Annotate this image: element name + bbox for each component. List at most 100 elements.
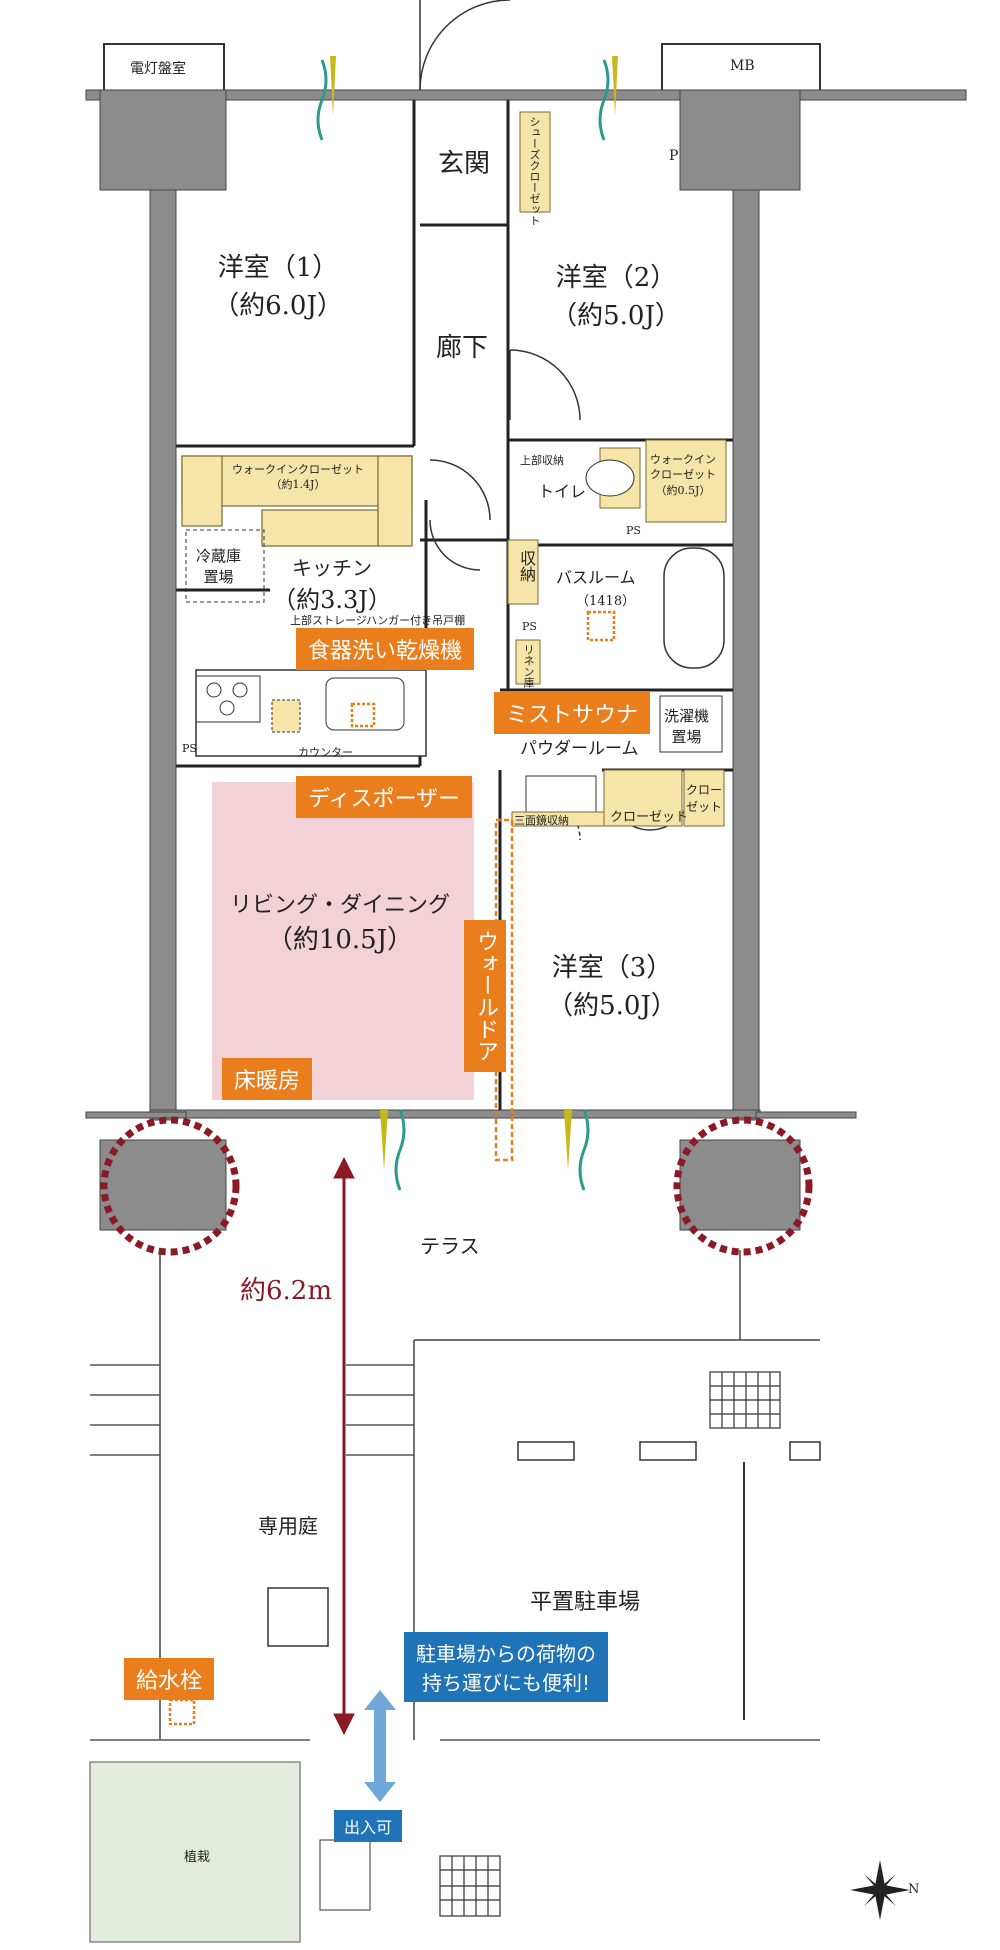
column-circle-right xyxy=(673,1116,813,1256)
bathroom-name: バスルーム xyxy=(556,568,636,587)
walkin-closet-1-shelves xyxy=(181,455,413,547)
washer-line1: 洗濯機 xyxy=(664,707,710,725)
window-marks xyxy=(316,59,610,1191)
walkin2-label: ウォークイン クローゼット （約0.5J） xyxy=(650,452,716,498)
hallway-label: 廊下 xyxy=(435,333,489,363)
dishwasher-tag: 食器洗い乾燥機 xyxy=(296,628,475,670)
walkin1-label: ウォークインクローゼット （約1.4J） xyxy=(232,462,364,493)
western1-name: 洋室（1） xyxy=(217,253,339,283)
electric-panel-label: 電灯盤室 xyxy=(130,61,186,77)
closet-2-box xyxy=(683,769,725,827)
washer-space xyxy=(659,695,723,753)
outer-walls xyxy=(85,89,967,1231)
closet2-line1: クロー xyxy=(686,783,723,797)
bathtub xyxy=(663,547,725,669)
walkin2-line1: ウォークイン xyxy=(650,453,716,466)
bathroom-size: （1418） xyxy=(576,594,636,609)
entry-ok-tag: 出入可 xyxy=(334,1810,403,1842)
faucet-tag: 給水栓 xyxy=(124,1658,215,1700)
parking-access-callout: 駐車場からの荷物の 持ち運びにも便利! xyxy=(404,1632,608,1702)
western2-room: 洋室（2） （約5.0J） xyxy=(551,260,681,335)
mist-sauna-marker xyxy=(586,610,616,642)
planting-label: 植栽 xyxy=(184,1850,211,1865)
compass-north-label: N xyxy=(908,1882,920,1897)
disposer-tag: ディスポーザー xyxy=(296,776,473,818)
closet1-label: クローゼット xyxy=(610,810,689,825)
linen-label: リネン庫 xyxy=(522,644,535,688)
fridge-space xyxy=(185,529,265,603)
ld-name: リビング・ダイニング xyxy=(229,893,451,918)
ps-label-2: PS xyxy=(522,620,537,633)
electric-panel-room xyxy=(103,43,225,95)
garden-table xyxy=(267,1587,329,1647)
parking-note-line2: 持ち運びにも便利! xyxy=(421,1671,591,1695)
storage-box xyxy=(507,539,539,605)
kitchen-room: キッチン （約3.3J） xyxy=(272,554,392,618)
western1-room: 洋室（1） （約6.0J） xyxy=(213,250,343,325)
kitchen-name: キッチン xyxy=(291,556,372,580)
terrace-label: テラス xyxy=(420,1234,480,1258)
fridge-line1: 冷蔵庫 xyxy=(196,547,242,565)
storage-label: 収納 xyxy=(517,550,536,582)
fridge-line2: 置場 xyxy=(203,568,234,586)
linen-box xyxy=(515,639,541,685)
ld-room: リビング・ダイニング （約10.5J） xyxy=(230,890,450,960)
western1-size: （約6.0J） xyxy=(213,290,343,321)
disposer-marker xyxy=(350,702,376,728)
wall-door-track xyxy=(494,818,514,1162)
parking-label: 平置駐車場 xyxy=(530,1590,641,1615)
grating-bottom xyxy=(439,1855,501,1917)
toilet-label: トイレ xyxy=(538,482,587,501)
planting-area xyxy=(89,1761,301,1943)
powder-room-label: パウダールーム xyxy=(520,739,639,759)
parking-stops xyxy=(517,1441,821,1461)
kitchen-size: （約3.3J） xyxy=(272,586,392,614)
vanity-sink xyxy=(525,775,597,817)
p-label: P xyxy=(669,148,679,164)
mb-label: MB xyxy=(730,58,755,74)
closet2-line2: ゼット xyxy=(686,799,723,814)
dishwasher-slot xyxy=(271,699,301,733)
garden-fence xyxy=(90,1364,820,1741)
upper-storage-label: 上部収納 xyxy=(520,454,564,467)
walkin2-line2: クローゼット xyxy=(650,468,716,482)
grating-top xyxy=(709,1371,781,1429)
washer-label: 洗濯機 置場 xyxy=(664,706,709,748)
floor-heating-tag: 床暖房 xyxy=(222,1058,313,1100)
walkin1-name: ウォークインクローゼット xyxy=(232,463,364,476)
western2-size: （約5.0J） xyxy=(551,300,681,331)
western3-name: 洋室（3） xyxy=(551,953,673,983)
counter-label: カウンター xyxy=(298,746,353,759)
fridge-label: 冷蔵庫 置場 xyxy=(196,546,241,588)
ps-label-1: PS xyxy=(626,524,641,537)
western3-room: 洋室（3） （約5.0J） xyxy=(547,950,677,1025)
toilet-fixture xyxy=(585,447,641,509)
mirror-label: 三面鏡収納 xyxy=(514,814,569,827)
shoe-closet-label: シューズクローゼット xyxy=(528,116,541,226)
hanger-note: 上部ストレージハンガー付き吊戸棚 xyxy=(290,614,466,627)
ps-label-3: PS xyxy=(182,742,197,755)
walkin2-size: （約0.5J） xyxy=(655,483,711,497)
shoe-closet xyxy=(519,111,551,213)
dimension-label: 約6.2m xyxy=(240,1276,333,1306)
closet2-label: クロー ゼット xyxy=(686,782,722,816)
column-circle-left xyxy=(100,1116,240,1256)
dimension-arrow xyxy=(333,1156,355,1736)
gas-stove xyxy=(195,675,261,723)
garden-label: 専用庭 xyxy=(258,1514,318,1538)
ld-size: （約10.5J） xyxy=(266,924,414,955)
faucet-marker xyxy=(168,1698,196,1726)
ld-floor-heating-area xyxy=(212,782,474,1100)
gate-box xyxy=(319,1839,371,1911)
walkin1-size: （約1.4J） xyxy=(270,478,326,492)
mb-room xyxy=(661,43,821,95)
entrance-label: 玄関 xyxy=(437,149,491,179)
mist-sauna-tag: ミストサウナ xyxy=(494,692,651,734)
washer-line2: 置場 xyxy=(671,728,702,746)
western3-size: （約5.0J） xyxy=(547,990,677,1021)
compass-rose xyxy=(850,1860,910,1920)
window-sashes xyxy=(330,56,618,1170)
access-arrow xyxy=(364,1690,396,1802)
western2-name: 洋室（2） xyxy=(555,263,677,293)
